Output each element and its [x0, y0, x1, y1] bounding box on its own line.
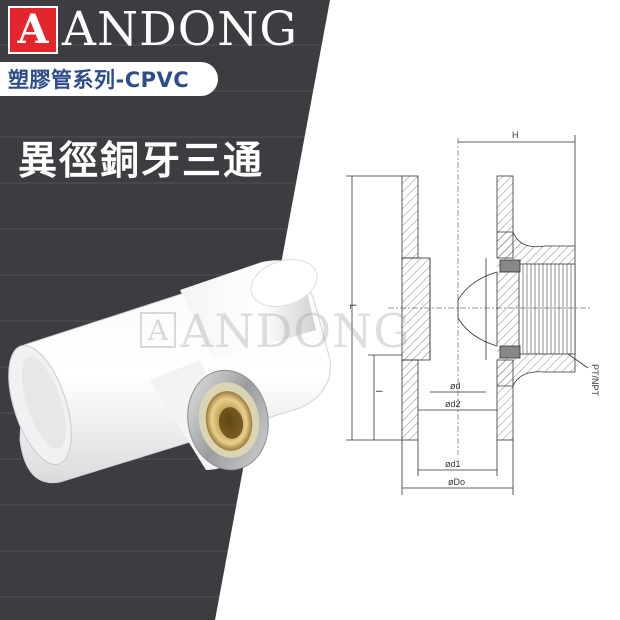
- brand-logo-letter: A: [17, 6, 49, 53]
- watermark-logo: A: [140, 312, 176, 348]
- label-thread: PT/NPT: [590, 364, 600, 397]
- brand-name: ANDONG: [62, 2, 298, 57]
- watermark-logo-letter: A: [147, 313, 169, 347]
- label-I: I: [374, 390, 384, 393]
- label-od2: ød2: [445, 399, 461, 409]
- tee-body: [8, 259, 331, 484]
- watermark-text: ANDONG: [180, 304, 412, 358]
- label-H: H: [512, 130, 519, 140]
- label-L: L: [348, 304, 358, 309]
- label-oDo: øDo: [448, 477, 465, 487]
- product-title: 異徑銅牙三通: [18, 139, 265, 184]
- label-od: ød: [450, 381, 461, 391]
- series-badge: 塑膠管系列-CPVC: [0, 62, 218, 96]
- drawing-labels: H L I ød ød2 ød1 øDo PT/NPT: [348, 130, 600, 487]
- series-label: 塑膠管系列-CPVC: [8, 68, 190, 92]
- label-od1: ød1: [445, 459, 461, 469]
- technical-drawing: [346, 135, 590, 495]
- brand-logo: A: [8, 6, 58, 54]
